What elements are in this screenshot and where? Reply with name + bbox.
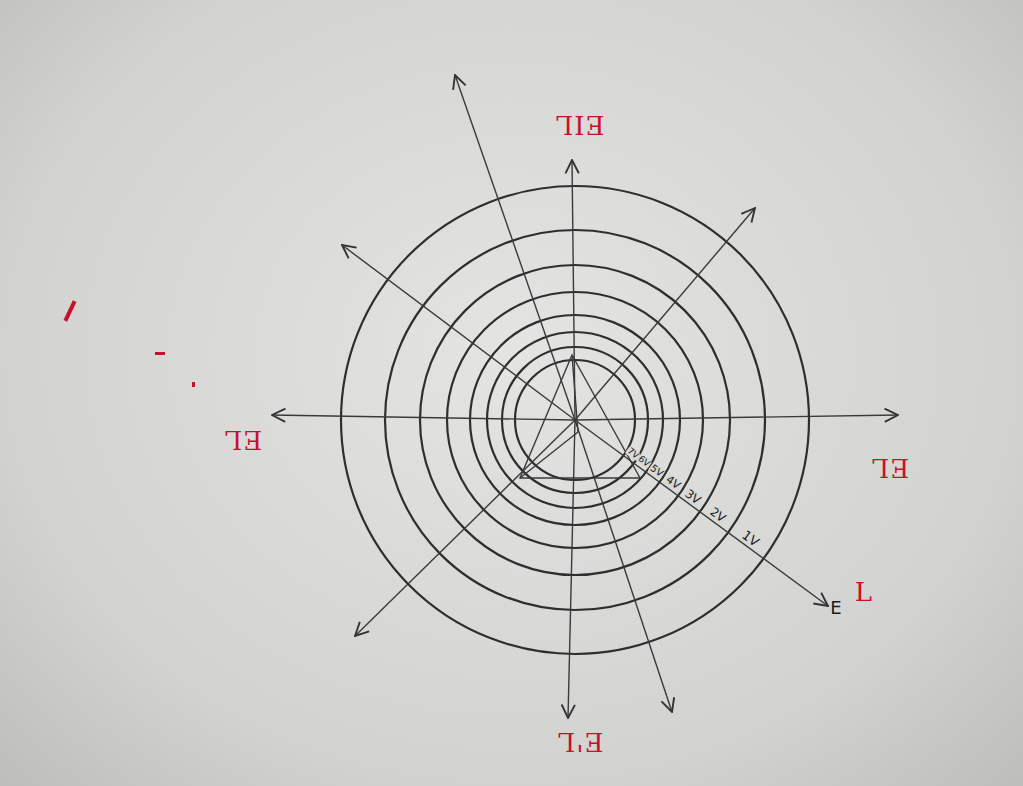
- field-label: EIL: [555, 112, 605, 138]
- axis-label: E: [830, 599, 841, 617]
- field-label: E'L: [557, 729, 603, 755]
- voltage-label: 3V: [682, 487, 703, 507]
- voltage-label: 4V: [663, 473, 683, 492]
- voltage-label: 1V: [739, 528, 762, 550]
- field-label: L: [855, 579, 873, 605]
- field-label: EL: [871, 455, 909, 481]
- field-label: EL: [224, 427, 262, 453]
- voltage-label: 2V: [708, 505, 729, 525]
